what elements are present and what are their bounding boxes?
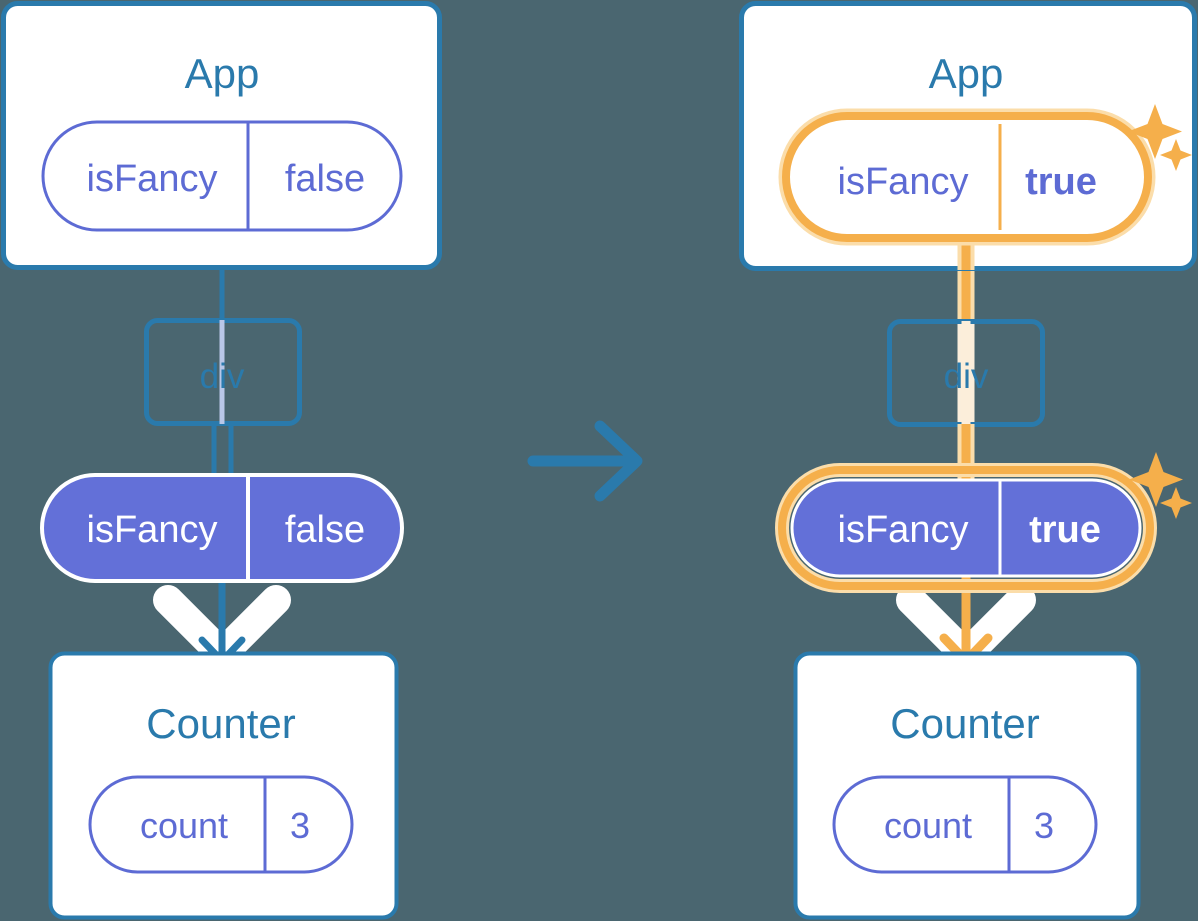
sparkle-icon-prop-right <box>1129 452 1192 519</box>
counter-title-left: Counter <box>146 700 295 747</box>
app-pill-value-right: true <box>1025 161 1097 203</box>
flow-wings-left <box>153 585 291 669</box>
prop-pill-key-left: isFancy <box>87 509 218 551</box>
prop-pill-key-right: isFancy <box>838 509 969 551</box>
counter-pill-value-right: 3 <box>1034 805 1054 846</box>
prop-flow-arrow-left <box>198 568 246 665</box>
counter-title-right: Counter <box>890 700 1039 747</box>
app-pill-key-right: isFancy <box>838 161 969 203</box>
prop-pill-value-left: false <box>285 509 365 551</box>
app-pill-left <box>41 120 403 232</box>
counter-pill-key-left: count <box>140 805 228 846</box>
counter-pill-right <box>832 775 1098 874</box>
div-label-right: div <box>944 357 989 396</box>
prop-pill-right-ring <box>778 466 1154 590</box>
app-title-right: App <box>929 50 1004 97</box>
prop-pill-value-right: true <box>1029 509 1101 551</box>
counter-pill-value-left: 3 <box>290 805 310 846</box>
right-arrow-icon <box>527 420 643 502</box>
prop-pill-right <box>790 478 1142 578</box>
app-pill-right <box>782 112 1152 242</box>
app-title-left: App <box>185 50 260 97</box>
counter-pill-left <box>88 775 354 874</box>
app-pill-key-left: isFancy <box>87 158 218 200</box>
sparkle-icon-app-right <box>1128 104 1192 171</box>
counter-pill-key-right: count <box>884 805 972 846</box>
app-pill-value-left: false <box>285 158 365 200</box>
div-label-left: div <box>200 357 245 396</box>
prop-pill-left <box>40 473 404 583</box>
